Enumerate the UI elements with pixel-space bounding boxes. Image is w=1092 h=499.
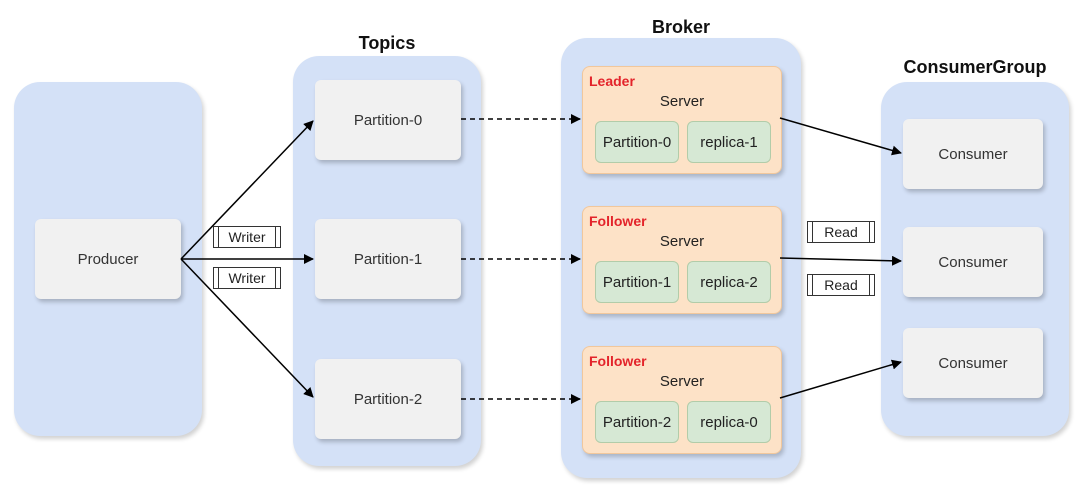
arrow-server-consumer-2 (779, 255, 902, 266)
consumer-node-2: Consumer (903, 227, 1043, 297)
server-replica-cell: replica-0 (687, 401, 771, 443)
server-replica-cell: replica-2 (687, 261, 771, 303)
server-partition-cell: Partition-0 (595, 121, 679, 163)
topic-partition-1: Partition-1 (315, 219, 461, 299)
arrow-producer-partition-2 (180, 258, 314, 398)
server-name-label: Server (659, 93, 705, 110)
consumer-group-title: ConsumerGroup (903, 57, 1047, 77)
producer-node: Producer (35, 219, 181, 299)
writer-label-1: Writer (213, 226, 281, 248)
server-role-label: Leader (589, 73, 635, 89)
consumer-node-1: Consumer (903, 119, 1043, 189)
broker-title: Broker (651, 17, 711, 37)
broker-server-follower-1: Follower Server Partition-1 replica-2 (582, 206, 782, 314)
consumer-node-3: Consumer (903, 328, 1043, 398)
server-partition-cell: Partition-2 (595, 401, 679, 443)
topics-title: Topics (358, 33, 416, 53)
server-name-label: Server (659, 233, 705, 250)
server-role-label: Follower (589, 353, 647, 369)
server-partition-cell: Partition-1 (595, 261, 679, 303)
server-name-label: Server (659, 373, 705, 390)
server-replica-cell: replica-1 (687, 121, 771, 163)
server-role-label: Follower (589, 213, 647, 229)
broker-server-leader: Leader Server Partition-0 replica-1 (582, 66, 782, 174)
writer-label-2: Writer (213, 267, 281, 289)
read-label-1: Read (807, 221, 875, 243)
arrow-producer-partition-0 (180, 120, 314, 260)
arrow-server-consumer-3 (779, 359, 902, 399)
read-label-2: Read (807, 274, 875, 296)
topic-partition-0: Partition-0 (315, 80, 461, 160)
broker-server-follower-2: Follower Server Partition-2 replica-0 (582, 346, 782, 454)
topic-partition-2: Partition-2 (315, 359, 461, 439)
arrow-server-consumer-1 (779, 117, 902, 156)
